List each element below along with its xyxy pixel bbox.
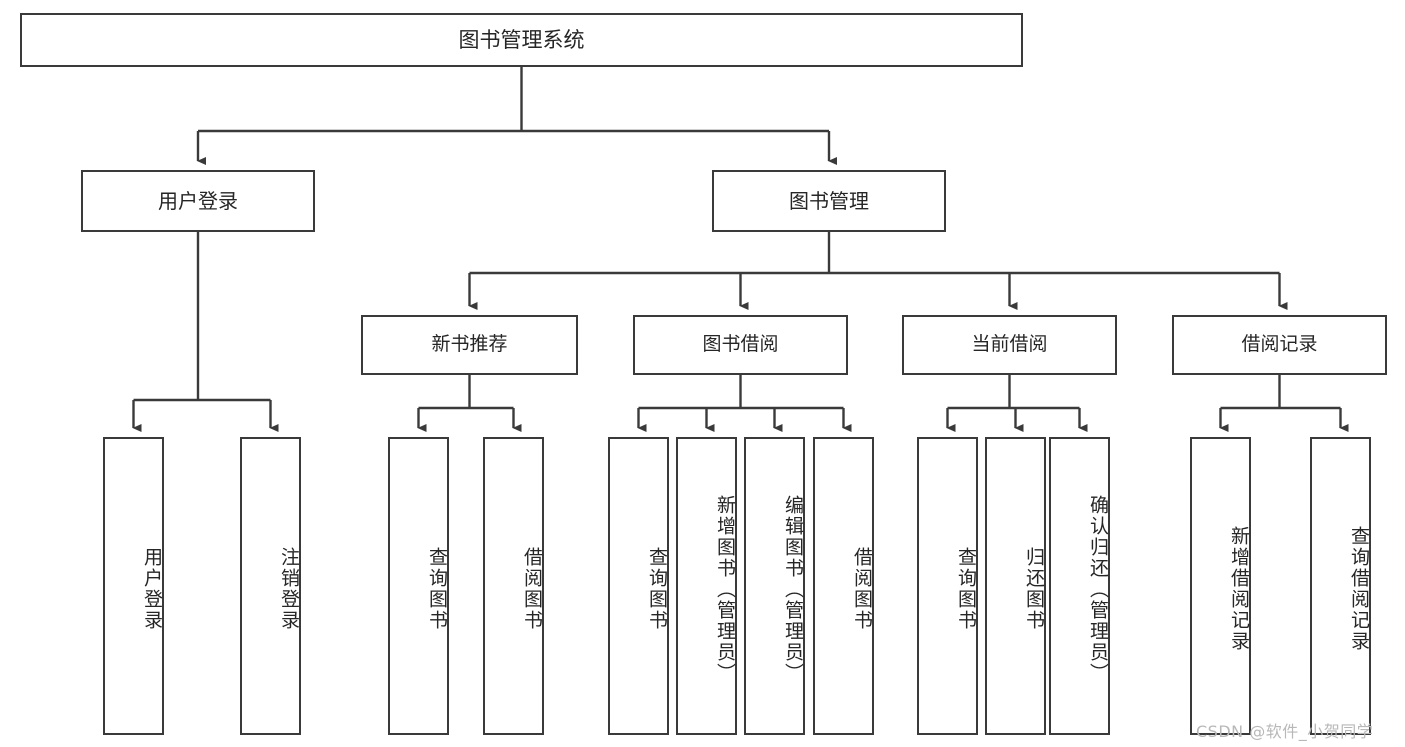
- node-label: 查询图书: [426, 547, 448, 631]
- node-label: 当前借阅: [971, 333, 1048, 356]
- node-label: 注销登录: [278, 547, 300, 631]
- node-bookmgmt[interactable]: 图书管理: [712, 170, 946, 232]
- node-label: 借阅图书: [521, 547, 543, 631]
- watermark-text: CSDN @软件_小贺同学: [1196, 722, 1374, 741]
- node-label: 借阅图书: [851, 547, 873, 631]
- node-l_q2[interactable]: 查询图书: [608, 437, 669, 735]
- node-borrow[interactable]: 图书借阅: [633, 315, 848, 375]
- node-l_addrec[interactable]: 新增借阅记录: [1190, 437, 1251, 735]
- node-l_b2[interactable]: 借阅图书: [813, 437, 874, 735]
- node-root[interactable]: 图书管理系统: [20, 13, 1023, 67]
- node-l_qrec[interactable]: 查询借阅记录: [1310, 437, 1371, 735]
- node-label: 用户登录: [141, 547, 163, 631]
- node-label: 查询图书: [646, 547, 668, 631]
- node-l_edit[interactable]: 编辑图书（管理员）: [744, 437, 805, 735]
- node-l_ret[interactable]: 归还图书: [985, 437, 1046, 735]
- node-l_cret[interactable]: 确认归还（管理员）: [1049, 437, 1110, 735]
- node-l_b1[interactable]: 借阅图书: [483, 437, 544, 735]
- node-newbook[interactable]: 新书推荐: [361, 315, 578, 375]
- node-l_q1[interactable]: 查询图书: [388, 437, 449, 735]
- node-label: 借阅记录: [1241, 333, 1318, 356]
- node-l_login[interactable]: 用户登录: [103, 437, 164, 735]
- node-label: 图书借阅: [702, 333, 779, 356]
- node-current[interactable]: 当前借阅: [902, 315, 1117, 375]
- node-record[interactable]: 借阅记录: [1172, 315, 1387, 375]
- node-label: 确认归还（管理员）: [1087, 494, 1109, 684]
- node-label: 查询借阅记录: [1348, 526, 1370, 652]
- node-label: 图书管理系统: [458, 27, 585, 52]
- node-login[interactable]: 用户登录: [81, 170, 315, 232]
- node-l_q3[interactable]: 查询图书: [917, 437, 978, 735]
- node-label: 新增借阅记录: [1228, 526, 1250, 652]
- node-l_add[interactable]: 新增图书（管理员）: [676, 437, 737, 735]
- node-l_logout[interactable]: 注销登录: [240, 437, 301, 735]
- node-label: 查询图书: [955, 547, 977, 631]
- node-label: 归还图书: [1023, 547, 1045, 631]
- node-label: 新书推荐: [431, 333, 508, 356]
- node-label: 编辑图书（管理员）: [782, 494, 804, 684]
- node-label: 图书管理: [789, 188, 869, 213]
- node-label: 新增图书（管理员）: [714, 494, 736, 684]
- node-label: 用户登录: [158, 188, 238, 213]
